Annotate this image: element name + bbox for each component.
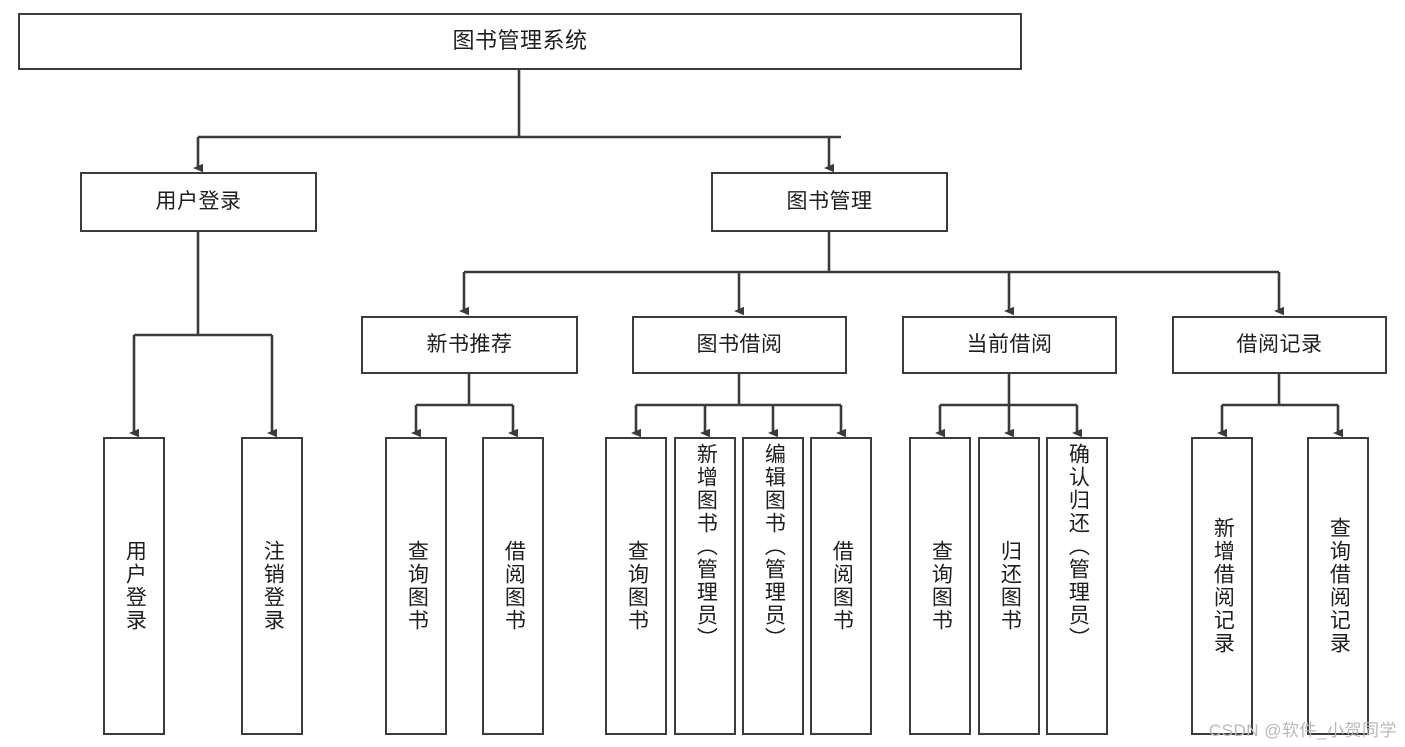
leaf-confirm-return[interactable]: 确认归还（管理员） (1046, 437, 1108, 735)
node-label: 新增图书（管理员） (694, 443, 718, 650)
node-label: 用户登录 (155, 190, 242, 214)
leaf-user-login[interactable]: 用户登录 (103, 437, 165, 735)
node-label: 归还图书 (998, 540, 1022, 632)
leaf-query-borrow-record[interactable]: 查询借阅记录 (1307, 437, 1369, 735)
csdn-watermark: CSDN @软件_小贺同学 (1208, 721, 1397, 740)
leaf-logout-login[interactable]: 注销登录 (241, 437, 303, 735)
node-label: 当前借阅 (966, 333, 1053, 357)
node-label: 图书管理 (786, 190, 873, 214)
node-label: 图书管理系统 (452, 28, 588, 54)
leaf-add-borrow-record[interactable]: 新增借阅记录 (1191, 437, 1253, 735)
node-user-login[interactable]: 用户登录 (80, 172, 317, 232)
leaf-return-book[interactable]: 归还图书 (978, 437, 1040, 735)
node-label: 借阅图书 (502, 540, 526, 632)
node-label: 注销登录 (261, 540, 285, 632)
node-label: 借阅图书 (830, 540, 854, 632)
node-label: 查询图书 (929, 540, 953, 632)
leaf-query-book-current[interactable]: 查询图书 (909, 437, 971, 735)
leaf-borrow-book[interactable]: 借阅图书 (810, 437, 872, 735)
node-book-manage[interactable]: 图书管理 (711, 172, 948, 232)
node-label: 编辑图书（管理员） (762, 443, 786, 650)
node-label: 查询图书 (625, 540, 649, 632)
node-label: 查询借阅记录 (1327, 517, 1351, 655)
leaf-query-book-recommend[interactable]: 查询图书 (385, 437, 447, 735)
node-label: 借阅记录 (1236, 333, 1323, 357)
node-current-borrow[interactable]: 当前借阅 (902, 316, 1117, 374)
leaf-edit-book[interactable]: 编辑图书（管理员） (742, 437, 804, 735)
node-label: 新增借阅记录 (1211, 517, 1235, 655)
leaf-add-book[interactable]: 新增图书（管理员） (674, 437, 736, 735)
leaf-query-book-borrow[interactable]: 查询图书 (605, 437, 667, 735)
node-root-book-management-system[interactable]: 图书管理系统 (18, 13, 1022, 70)
node-borrow-record[interactable]: 借阅记录 (1172, 316, 1387, 374)
node-new-book-recommend[interactable]: 新书推荐 (361, 316, 578, 374)
node-label: 查询图书 (405, 540, 429, 632)
node-label: 用户登录 (123, 540, 147, 632)
node-label: 确认归还（管理员） (1066, 443, 1090, 650)
node-label: 新书推荐 (426, 333, 513, 357)
node-label: 图书借阅 (696, 333, 783, 357)
node-book-borrow[interactable]: 图书借阅 (632, 316, 847, 374)
leaf-borrow-book-recommend[interactable]: 借阅图书 (482, 437, 544, 735)
